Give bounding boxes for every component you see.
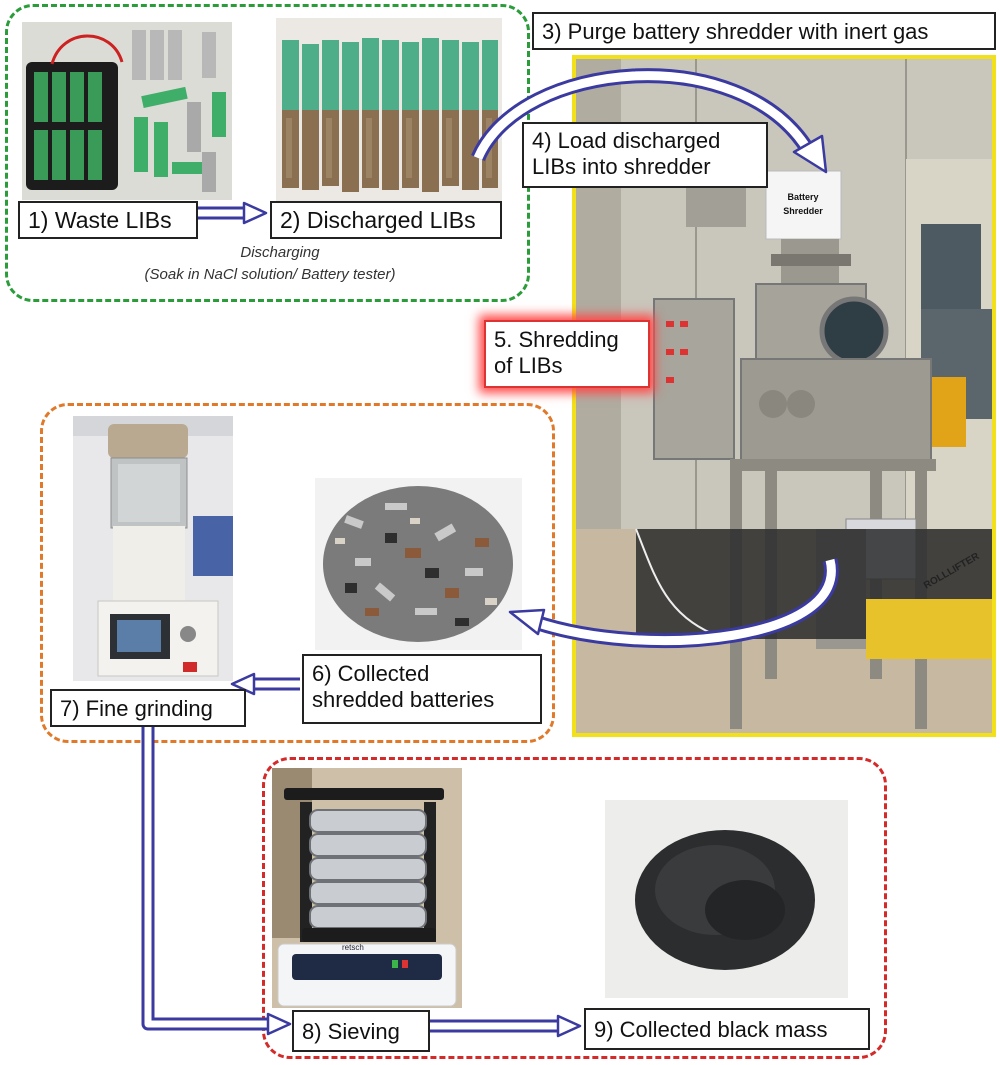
photo-waste-libs	[22, 22, 232, 200]
step-4-line1: 4) Load discharged	[532, 128, 721, 153]
step-1-label: 1) Waste LIBs	[18, 201, 198, 239]
step-8-label: 8) Sieving	[292, 1010, 430, 1052]
step-9-label: 9) Collected black mass	[584, 1008, 870, 1050]
photo-grinder	[73, 416, 233, 681]
sieve-brand-text: retsch	[342, 943, 364, 952]
step-5-line1: 5. Shredding	[494, 327, 619, 352]
step-6-line1: 6) Collected	[312, 661, 430, 686]
step-6-line2: shredded batteries	[312, 686, 495, 712]
step-4-label: 4) Load discharged LIBs into shredder	[522, 122, 768, 188]
step-5-line2: of LIBs	[494, 352, 563, 378]
step-7-label: 7) Fine grinding	[50, 689, 246, 727]
shredder-sign-line1: Battery	[787, 192, 818, 202]
shredder-sign-line2: Shredder	[783, 206, 823, 216]
discharging-caption-line1: Discharging	[240, 244, 320, 261]
step-3-label: 3) Purge battery shredder with inert gas	[532, 12, 996, 50]
discharging-caption-line2: (Soak in NaCl solution/ Battery tester)	[144, 266, 396, 283]
step-5-label: 5. Shredding of LIBs	[484, 320, 650, 388]
photo-discharged-libs	[276, 18, 502, 203]
photo-sieve-shaker: retsch	[272, 768, 462, 1008]
step-4-line2: LIBs into shredder	[532, 153, 711, 179]
step-6-label: 6) Collected shredded batteries	[302, 654, 542, 724]
photo-black-mass	[605, 800, 848, 998]
photo-shredded-batteries	[315, 478, 522, 650]
step-2-label: 2) Discharged LIBs	[270, 201, 502, 239]
